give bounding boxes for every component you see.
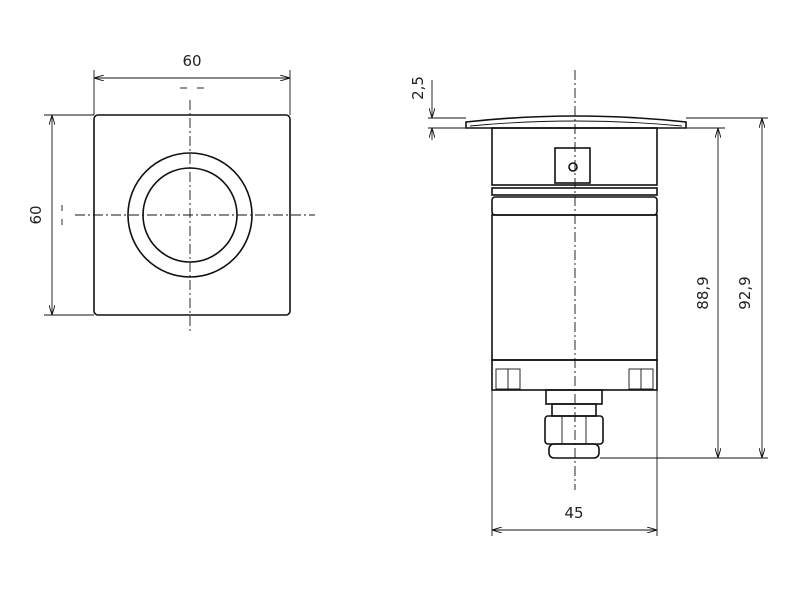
width-label: 60 — [182, 52, 201, 70]
diameter-label: 45 — [564, 504, 583, 522]
width-dimension — [93, 70, 291, 115]
flange — [465, 115, 687, 129]
upper-body — [491, 127, 658, 186]
screw — [568, 162, 578, 172]
clip — [554, 147, 591, 184]
band-1 — [491, 187, 658, 196]
total-height-dimension — [686, 117, 768, 459]
base — [491, 359, 658, 391]
height-dimension — [44, 114, 94, 316]
base-clips — [495, 368, 654, 390]
diameter-dimension — [491, 390, 658, 536]
cable-gland — [544, 389, 604, 459]
height-label: 60 — [27, 205, 45, 224]
symmetry-marks — [61, 87, 204, 225]
side-view: 2,5 88,9 92,9 45 — [409, 70, 768, 536]
band-2 — [491, 196, 658, 216]
flange-label: 2,5 — [409, 76, 427, 100]
lower-body — [491, 214, 658, 361]
flange-dimension — [428, 80, 466, 140]
total-height-label: 92,9 — [736, 276, 754, 309]
body-height-label: 88,9 — [694, 276, 712, 309]
body-height-dimension — [600, 127, 725, 459]
top-view: 60 60 — [27, 52, 315, 332]
